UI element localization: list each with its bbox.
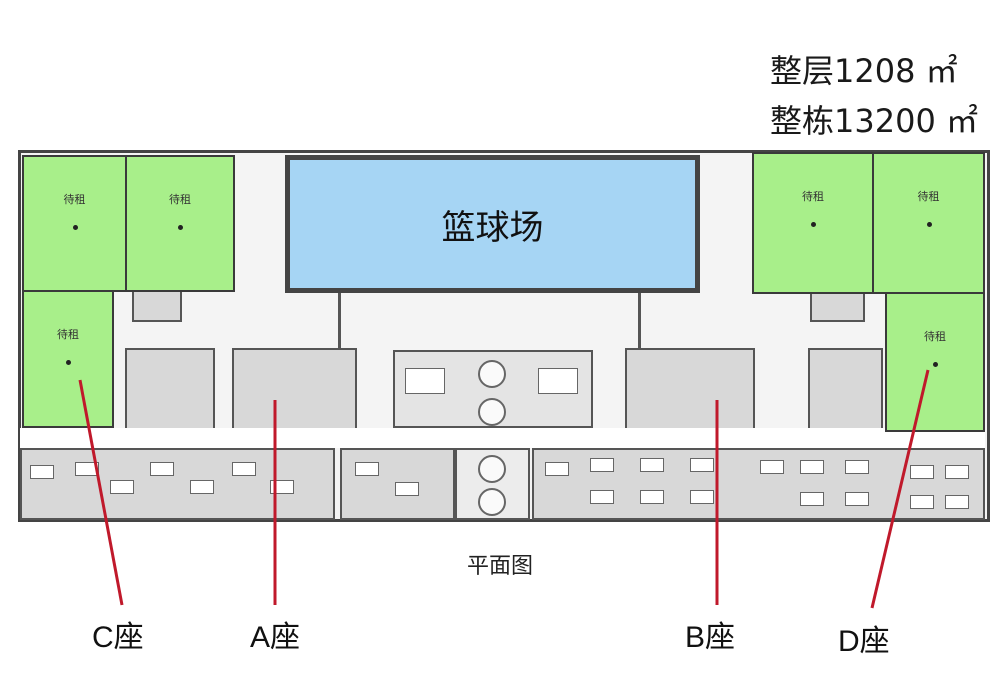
office-block-c [125,348,215,430]
desk [190,480,214,494]
rental-zone-c-south: 待租 [22,290,114,428]
desk [590,490,614,504]
round-table [478,488,506,516]
desk [640,458,664,472]
desk [590,458,614,472]
desk [945,495,969,509]
zone-marker-dot [66,360,71,365]
desk [232,462,256,476]
main-corridor [20,428,985,448]
rental-zone-label: 待租 [924,330,946,343]
stair-c [132,290,182,322]
desk [640,490,664,504]
zone-marker-dot [178,225,183,230]
conference-table [405,368,445,394]
rental-zone-label: 待租 [57,328,79,341]
desk [845,492,869,506]
wing-label-d: D座 [838,625,890,658]
office-block-d [808,348,883,430]
zone-marker-dot [811,222,816,227]
desk [910,465,934,479]
rental-zone-label: 待租 [917,190,940,203]
desk [30,465,54,479]
floor-area-text: 整层1208 ㎡ [770,52,958,90]
desk [910,495,934,509]
desk [690,458,714,472]
rental-zone-d-northeast: 待租 [872,152,985,294]
rental-zone-label: 待租 [63,193,86,206]
desk [75,462,99,476]
desk [760,460,784,474]
desk [110,480,134,494]
desk [945,465,969,479]
round-table [478,398,506,426]
rental-zone-c-northeast: 待租 [125,155,235,292]
round-table [478,360,506,388]
court-support-right [638,293,641,350]
zone-marker-dot [926,222,932,227]
rental-zone-label: 待租 [169,193,191,206]
rental-zone-d-northwest: 待租 [752,152,874,294]
desk [845,460,869,474]
zone-marker-dot [72,225,78,230]
desk [690,490,714,504]
desk [545,462,569,476]
round-table [478,455,506,483]
leader-line-c [78,379,124,606]
rental-zone-label: 待租 [802,190,824,203]
wing-label-b: B座 [685,621,736,654]
wing-label-c: C座 [92,621,144,654]
rental-zone-d-south: 待租 [885,292,985,432]
conference-table [538,368,578,394]
zone-marker-dot [933,362,938,367]
building-area-text: 整栋13200 ㎡ [770,102,978,140]
leader-line-d [870,369,930,609]
desk [800,492,824,506]
wing-label-a: A座 [250,621,301,654]
plan-caption: 平面图 [466,554,533,579]
desk [800,460,824,474]
area-stats: 整层1208 ㎡ 整栋13200 ㎡ [770,46,978,146]
court-label: 篮球场 [441,208,544,248]
basketball-court: 篮球场 [285,155,700,293]
desk [395,482,419,496]
court-support-left [338,293,341,350]
desk [355,462,379,476]
desk [150,462,174,476]
